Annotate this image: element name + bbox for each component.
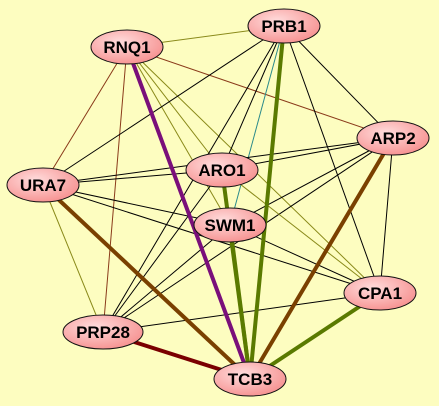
node-label: CPA1 <box>358 284 402 303</box>
node-shape[interactable] <box>356 120 430 156</box>
node-shape[interactable] <box>90 29 164 65</box>
edge-prb1-cpa1 <box>283 25 381 294</box>
node-tcb3[interactable]: TCB3 <box>213 361 287 397</box>
node-rnq1[interactable]: RNQ1 <box>90 29 164 65</box>
node-swm1[interactable]: SWM1 <box>193 207 267 243</box>
node-label: URA7 <box>20 176 66 195</box>
node-shape[interactable] <box>247 8 321 44</box>
edge-arp2-swm1 <box>229 137 394 226</box>
edge-arp2-cpa1 <box>379 137 394 294</box>
node-shape[interactable] <box>343 275 417 311</box>
edge-swm1-prp28 <box>102 224 231 333</box>
edge-cpa1-tcb3 <box>248 291 382 381</box>
node-label: PRP28 <box>76 323 130 342</box>
edge-ura7-prp28 <box>42 184 104 333</box>
edge-prb1-aro1 <box>221 25 285 171</box>
edge-arp2-tcb3 <box>248 136 395 381</box>
edge-prb1-ura7 <box>42 25 285 186</box>
edge-ura7-tcb3 <box>41 183 252 381</box>
edge-aro1-cpa1 <box>221 169 381 294</box>
edge-rnq1-swm1 <box>126 46 231 226</box>
edge-rnq1-tcb3 <box>125 45 252 381</box>
edge-rnq1-arp2 <box>126 46 394 139</box>
edge-rnq1-aro1 <box>126 46 223 171</box>
node-shape[interactable] <box>62 314 144 350</box>
node-aro1[interactable]: ARO1 <box>185 152 259 188</box>
edge-rnq1-prp28 <box>102 46 128 333</box>
node-ura7[interactable]: URA7 <box>6 167 80 203</box>
node-label: ARO1 <box>198 161 245 180</box>
node-arp2[interactable]: ARP2 <box>356 120 430 156</box>
node-prp28[interactable]: PRP28 <box>62 314 144 350</box>
node-shape[interactable] <box>213 361 287 397</box>
edge-prb1-arp2 <box>283 25 394 139</box>
node-label: TCB3 <box>228 370 272 389</box>
node-label: PRB1 <box>261 17 306 36</box>
edge-swm1-tcb3 <box>228 223 252 381</box>
node-prb1[interactable]: PRB1 <box>247 8 321 44</box>
edge-aro1-prp28 <box>102 169 223 333</box>
node-cpa1[interactable]: CPA1 <box>343 275 417 311</box>
edge-rnq1-ura7 <box>42 46 128 186</box>
edge-prb1-tcb3 <box>248 24 286 381</box>
node-shape[interactable] <box>193 207 267 243</box>
node-label: SWM1 <box>205 216 256 235</box>
node-label: ARP2 <box>370 129 415 148</box>
node-label: RNQ1 <box>103 38 150 57</box>
node-shape[interactable] <box>6 167 80 203</box>
node-shape[interactable] <box>185 152 259 188</box>
edge-prb1-swm1 <box>229 25 285 226</box>
